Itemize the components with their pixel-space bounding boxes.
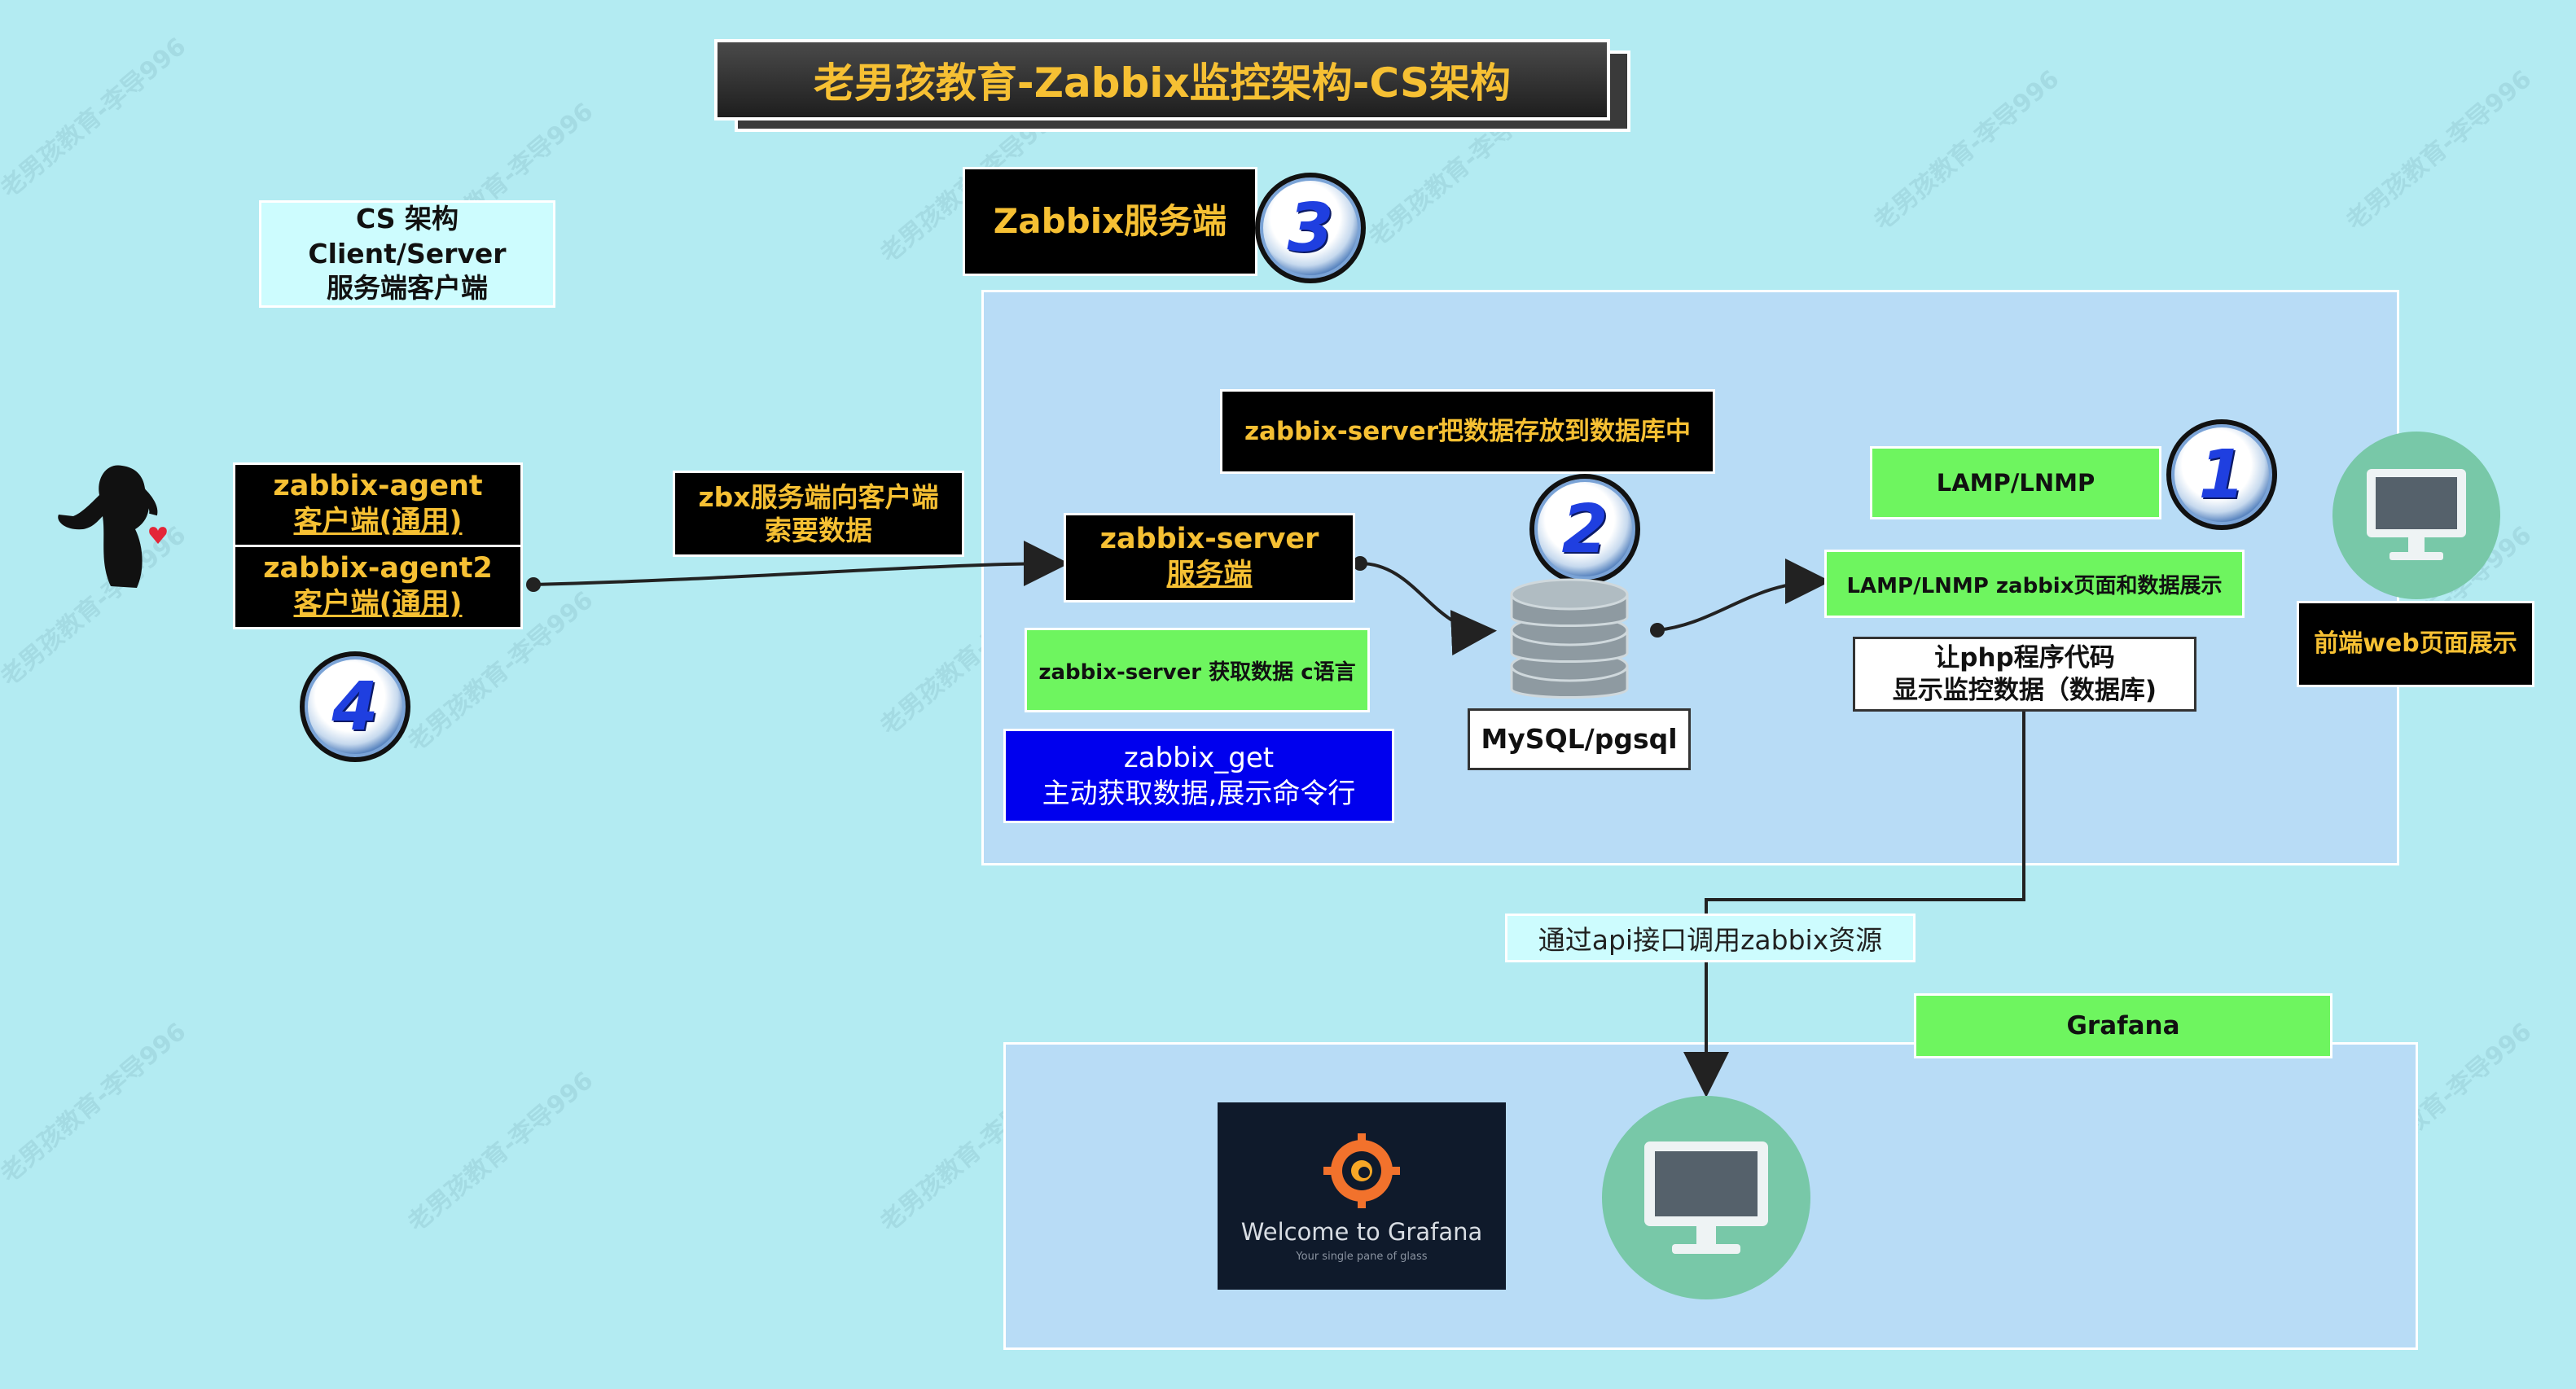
grafana-welcome-text: Welcome to Grafana [1240, 1217, 1483, 1246]
request-label-line2: 索要数据 [765, 515, 872, 546]
grafana-label-text: Grafana [2066, 1011, 2180, 1041]
page-title: 老男孩教育-Zabbix监控架构-CS架构 [714, 39, 1610, 120]
agent2-name: zabbix-agent2 [263, 552, 493, 585]
cs-note-line3: 服务端客户端 [327, 272, 488, 305]
client-user-icon [58, 465, 167, 588]
grafana-tagline: Your single pane of glass [1296, 1250, 1428, 1263]
frontend-web-label: 前端web页面展示 [2297, 601, 2534, 687]
zabbix-get-name: zabbix_get [1123, 741, 1275, 774]
grafana-label: Grafana [1914, 993, 2332, 1058]
cs-note-line2: Client/Server [308, 237, 507, 269]
php-note: 让php程序代码 显示监控数据（数据库) [1853, 637, 2196, 712]
database-icon [1510, 578, 1629, 699]
frontend-label-text: 前端web页面展示 [2314, 629, 2517, 659]
server-fetch-label: zabbix-server 获取数据 c语言 [1025, 628, 1370, 712]
api-label-text: 通过api接口调用zabbix资源 [1538, 924, 1883, 956]
agent-name: zabbix-agent [273, 470, 483, 503]
arrow-db-to-web [1657, 559, 1831, 632]
grafana-logo-icon [1323, 1133, 1400, 1208]
cs-note-line1: CS 架构 [355, 202, 459, 234]
lamp-web-label: LAMP/LNMP zabbix页面和数据展示 [1824, 550, 2245, 618]
php-note-line2: 显示监控数据（数据库) [1892, 676, 2157, 705]
zabbix-agent2-box: zabbix-agent2 客户端(通用) [233, 545, 523, 629]
zabbix-get-desc: 主动获取数据,展示命令行 [1042, 778, 1356, 810]
request-label-line1: zbx服务端向客户端 [698, 480, 939, 513]
monitor-icon-frontend [2332, 432, 2500, 599]
lamp-label-text: LAMP/LNMP [1936, 469, 2095, 497]
lamp-label: LAMP/LNMP [1870, 446, 2161, 519]
agent-role: 客户端(通用) [293, 506, 463, 538]
zabbix-server-box: zabbix-server 服务端 [1064, 513, 1355, 602]
php-note-line1: 让php程序代码 [1934, 642, 2115, 673]
zabbix-server-header: Zabbix服务端 [963, 167, 1257, 276]
db-label-text: MySQL/pgsql [1481, 722, 1678, 755]
api-label: 通过api接口调用zabbix资源 [1505, 914, 1916, 962]
zabbix-server-role: 服务端 [1166, 559, 1253, 591]
zabbix-get-box: zabbix_get 主动获取数据,展示命令行 [1003, 729, 1394, 823]
server-header-label: Zabbix服务端 [993, 200, 1227, 241]
grafana-welcome-logo: Welcome to Grafana Your single pane of g… [1218, 1102, 1506, 1290]
zabbix-agent-box: zabbix-agent 客户端(通用) [233, 462, 523, 547]
badge-1: 1 [2166, 419, 2277, 530]
lamp-web-text: LAMP/LNMP zabbix页面和数据展示 [1846, 573, 2223, 598]
store-label-text: zabbix-server把数据存放到数据库中 [1244, 416, 1692, 446]
database-label: MySQL/pgsql [1468, 708, 1691, 770]
badge-4: 4 [300, 651, 410, 762]
arrow-agent-to-server [533, 541, 1069, 587]
badge-3: 3 [1255, 173, 1366, 283]
agent2-role: 客户端(通用) [293, 588, 463, 620]
store-to-db-label: zabbix-server把数据存放到数据库中 [1220, 389, 1715, 474]
arrow-php-to-grafana [1683, 708, 2025, 1098]
monitor-icon-grafana [1602, 1096, 1810, 1299]
request-data-label: zbx服务端向客户端 索要数据 [673, 471, 964, 557]
arrow-server-to-db [1359, 562, 1497, 655]
cs-architecture-note: CS 架构 Client/Server 服务端客户端 [259, 200, 555, 308]
fetch-label-text: zabbix-server 获取数据 c语言 [1038, 659, 1356, 685]
zabbix-server-name: zabbix-server [1099, 523, 1319, 556]
